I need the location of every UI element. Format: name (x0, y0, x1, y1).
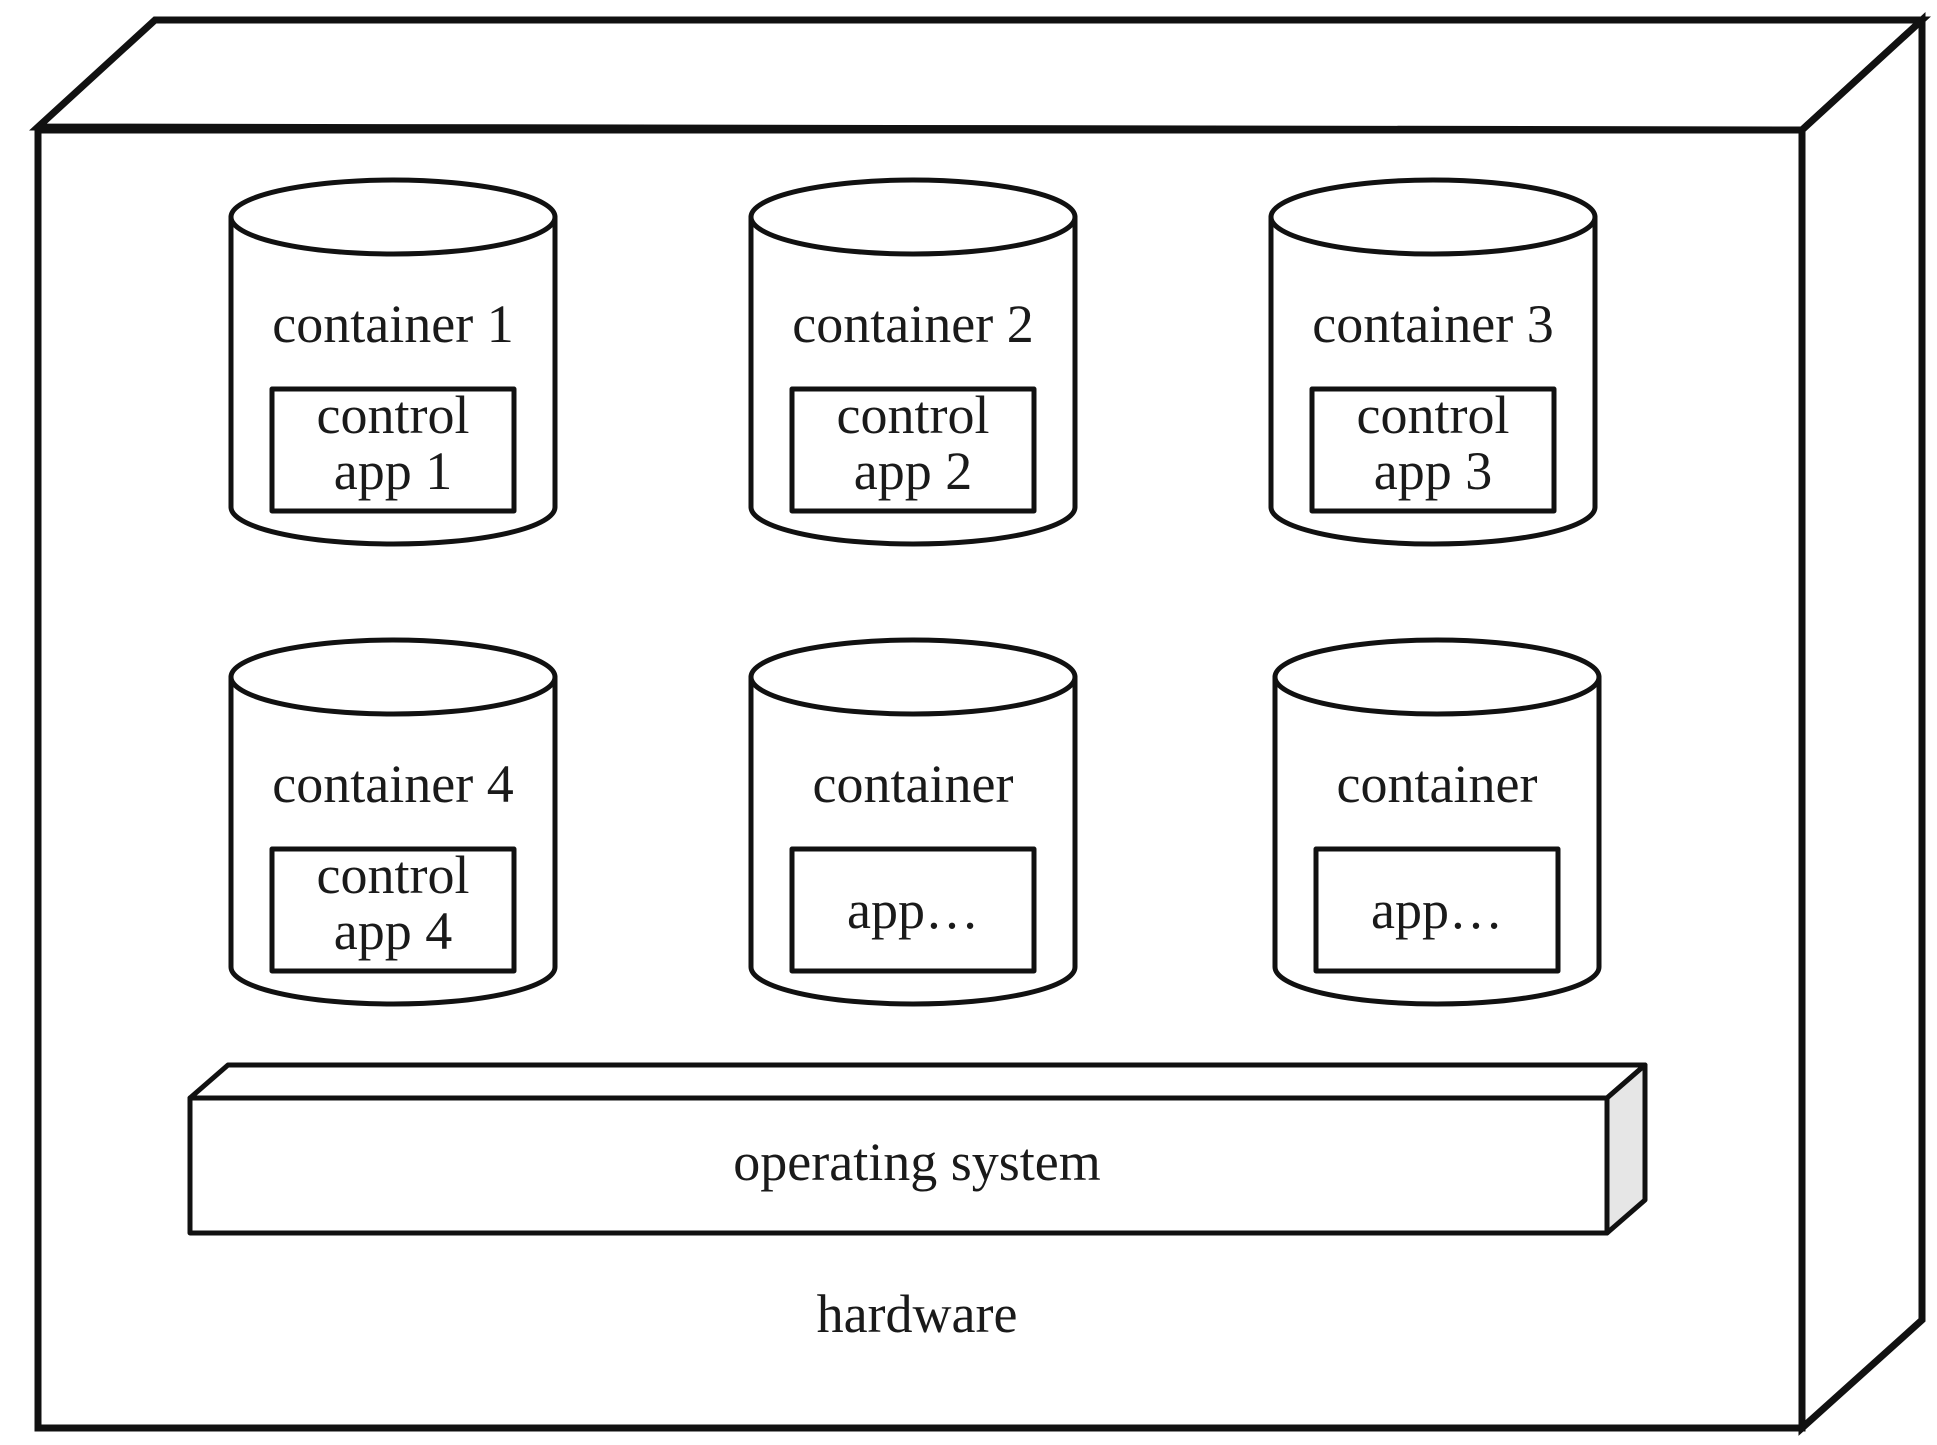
os-top-face (187, 1062, 1648, 1101)
container-name: container 4 (272, 754, 513, 814)
app-box (269, 386, 517, 514)
hardware-label: hardware (817, 1284, 1018, 1344)
hardware-top-face (29, 16, 1931, 134)
container-name: container (1337, 754, 1538, 814)
cylinder-top (1272, 637, 1602, 717)
app-box (789, 386, 1037, 514)
os-front-face (187, 1095, 1610, 1236)
container-cylinder: container app… (1272, 637, 1602, 1007)
app-label: control (317, 385, 470, 445)
container-name: container 1 (272, 294, 513, 354)
os-side-face (1604, 1062, 1648, 1236)
app-label: app… (847, 880, 979, 940)
app-label: app 4 (334, 901, 452, 961)
app-box (1313, 846, 1561, 974)
container-name: container 2 (792, 294, 1033, 354)
cylinder-top (228, 177, 558, 257)
app-label: app 2 (854, 441, 972, 501)
container-name: container (813, 754, 1014, 814)
cylinder-top (748, 637, 1078, 717)
cylinder-top (748, 177, 1078, 257)
app-label: control (1357, 385, 1510, 445)
os-label: operating system (733, 1132, 1100, 1192)
app-label: app 3 (1374, 441, 1492, 501)
container-cylinder: container app… (748, 637, 1078, 1007)
app-label: app 1 (334, 441, 452, 501)
operating-system-box: operating system (187, 1062, 1648, 1236)
app-label: control (317, 845, 470, 905)
hardware-side-face (1798, 12, 1926, 1436)
cylinder-top (1268, 177, 1598, 257)
container-name: container 3 (1312, 294, 1553, 354)
cylinder-top (228, 637, 558, 717)
app-label: app… (1371, 880, 1503, 940)
app-box (1309, 386, 1557, 514)
app-label: control (837, 385, 990, 445)
app-box (789, 846, 1037, 974)
app-box (269, 846, 517, 974)
